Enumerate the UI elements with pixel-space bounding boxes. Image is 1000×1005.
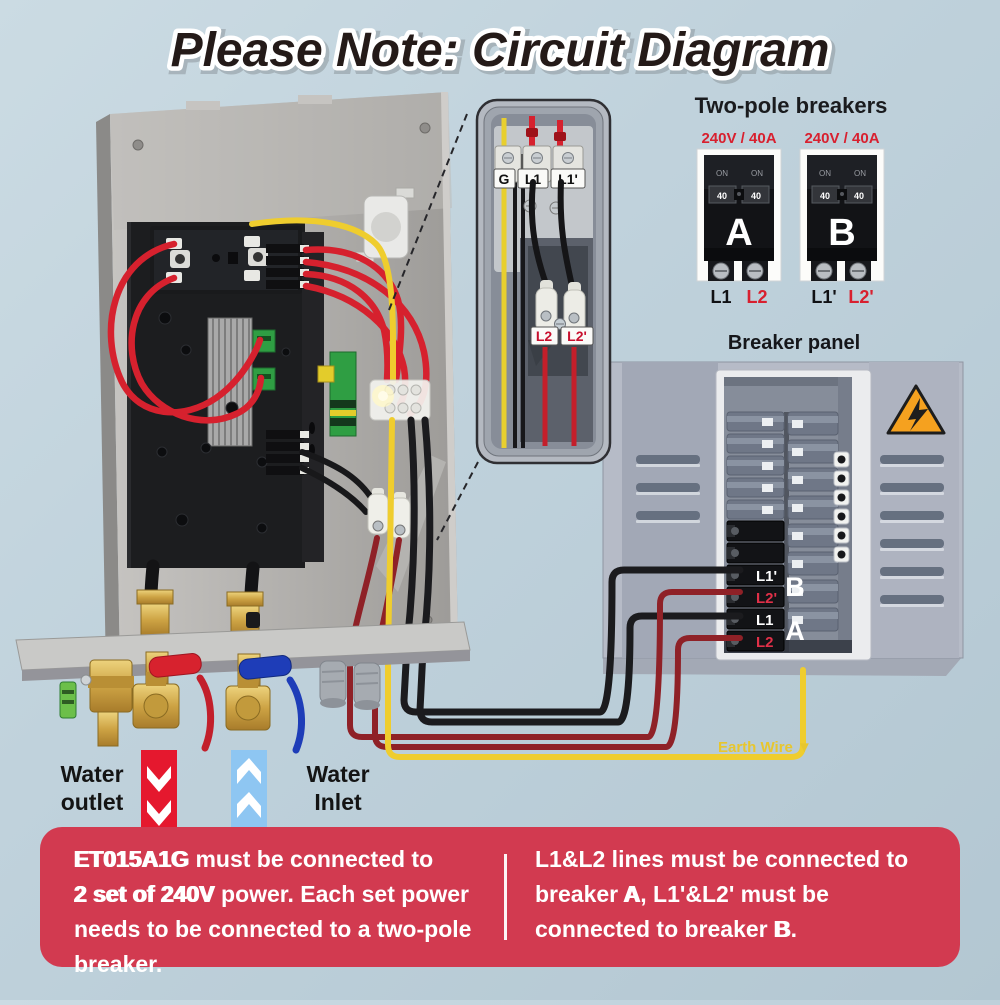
note-bold-b: B <box>774 916 791 942</box>
callout-dashed-lines <box>388 113 479 541</box>
multipin-connector <box>369 379 431 421</box>
panel-vents <box>636 455 944 607</box>
panel-label-l1p: L1' <box>756 568 777 585</box>
down-arrow-icon <box>147 800 171 826</box>
earth-wire-label: Earth Wire ▼ <box>718 739 812 756</box>
heater-unit <box>96 92 458 674</box>
breaker-panel: Breaker panel <box>602 332 964 676</box>
panel-breaker-a-letter: A <box>785 616 805 646</box>
breaker-a-on-right: ON <box>751 169 763 178</box>
breaker-a-image: ON ON 40 40 A L1 L2 <box>696 148 782 307</box>
hot-water-band <box>141 750 177 830</box>
breaker-a-amp-right: 40 <box>751 191 761 201</box>
outlet-valve-handle <box>148 653 202 678</box>
page-title: Please Note: Circuit Diagram Please Note… <box>166 20 837 86</box>
inset-label-l1: L1 <box>525 171 542 187</box>
note-line: 2 set of 240V power. Each set power <box>74 881 469 907</box>
knockout-buttons <box>833 451 850 563</box>
green-terminal-blocks <box>252 329 357 437</box>
breaker-a-terminal-l2: L2 <box>746 287 767 307</box>
page-title-text: Please Note: Circuit Diagram <box>171 24 830 77</box>
note-line: connected to breaker B. <box>535 916 798 942</box>
inlet-valve-handle <box>238 655 292 680</box>
water-labels: Water outlet Water Inlet <box>60 761 369 815</box>
note-bold-a: A <box>623 881 641 907</box>
gray-breakers-right <box>787 411 839 632</box>
panel-label-l2p: L2' <box>756 590 777 607</box>
inset-label-l2: L2 <box>536 328 553 344</box>
note-line: ET015A1G must be connected to <box>74 846 434 872</box>
inset-label-g: G <box>499 171 510 187</box>
warning-triangle-icon <box>886 384 946 435</box>
breaker-b-amp-right: 40 <box>854 191 864 201</box>
inlet-valve <box>225 653 305 754</box>
panel-breaker-b-letter: B <box>785 572 805 602</box>
note-line: breaker. <box>74 951 163 977</box>
junction-box-inset: G L1 L1' L2 L2' <box>475 98 612 465</box>
cable-glands <box>319 660 381 710</box>
gray-breakers-left <box>726 411 785 520</box>
breaker-b-letter: B <box>828 212 855 254</box>
rating-a-label: 240V / 40A <box>701 130 776 147</box>
wire-l1p-black <box>400 416 744 716</box>
wire-l1-black <box>416 416 744 726</box>
breaker-a-terminal-l1: L1 <box>710 287 731 307</box>
control-module <box>127 222 324 568</box>
up-arrow-icon <box>237 758 261 784</box>
breaker-b-on-left: ON <box>819 169 831 178</box>
water-outlet-label-1: Water <box>60 761 123 787</box>
water-inlet-label-2: Inlet <box>314 789 362 815</box>
down-arrow-icon <box>147 766 171 792</box>
note-left-column: ET015A1G must be connected to 2 set of 2… <box>40 827 504 977</box>
note-line: breaker A, L1'&L2' must be <box>535 881 829 907</box>
two-pole-heading: Two-pole breakers <box>695 93 888 118</box>
breaker-b-on-right: ON <box>854 169 866 178</box>
up-arrow-icon <box>237 792 261 818</box>
breaker-panel-heading: Breaker panel <box>728 332 860 354</box>
water-inlet-label-1: Water <box>306 761 369 787</box>
page-title-shadow: Please Note: Circuit Diagram <box>174 27 833 80</box>
breaker-b-terminal-l2p: L2' <box>848 287 873 307</box>
note-bold-power: 2 set of 240V <box>74 881 215 907</box>
note-line: L1&L2 lines must be connected to <box>535 846 909 872</box>
rating-b-label: 240V / 40A <box>804 130 879 147</box>
yellow-ground-wire-top <box>249 217 396 385</box>
note-line: needs to be connected to a two-pole <box>74 916 472 942</box>
breaker-a-letter: A <box>725 212 752 254</box>
inset-label-l2p: L2' <box>567 328 587 344</box>
ceramic-connector <box>367 488 411 539</box>
black-jumper-wires <box>299 449 373 515</box>
outlet-valve <box>132 651 215 752</box>
wire-l2p-red <box>347 535 743 740</box>
note-box: ET015A1G must be connected to 2 set of 2… <box>40 827 960 977</box>
panel-label-l2: L2 <box>756 634 774 651</box>
breaker-a-on-left: ON <box>716 169 728 178</box>
note-divider <box>504 854 507 940</box>
two-pole-breakers-section: Two-pole breakers 240V / 40A 240V / 40A … <box>695 93 888 307</box>
water-outlet-label-2: outlet <box>61 789 124 815</box>
breaker-b-image: ON ON 40 40 B L1' L2' <box>799 148 885 307</box>
note-right-column: L1&L2 lines must be connected to breaker… <box>507 827 908 967</box>
inset-ceramic-connectors <box>535 280 586 335</box>
panel-label-l1: L1 <box>756 612 774 629</box>
breaker-b-terminal-l1p: L1' <box>811 287 836 307</box>
earth-wire-yellow <box>385 417 806 760</box>
breaker-b-amp-left: 40 <box>820 191 830 201</box>
pressure-relief-valve <box>59 659 147 747</box>
cold-water-band <box>231 750 267 830</box>
breaker-a-amp-left: 40 <box>717 191 727 201</box>
note-bold-model: ET015A1G <box>74 846 190 872</box>
